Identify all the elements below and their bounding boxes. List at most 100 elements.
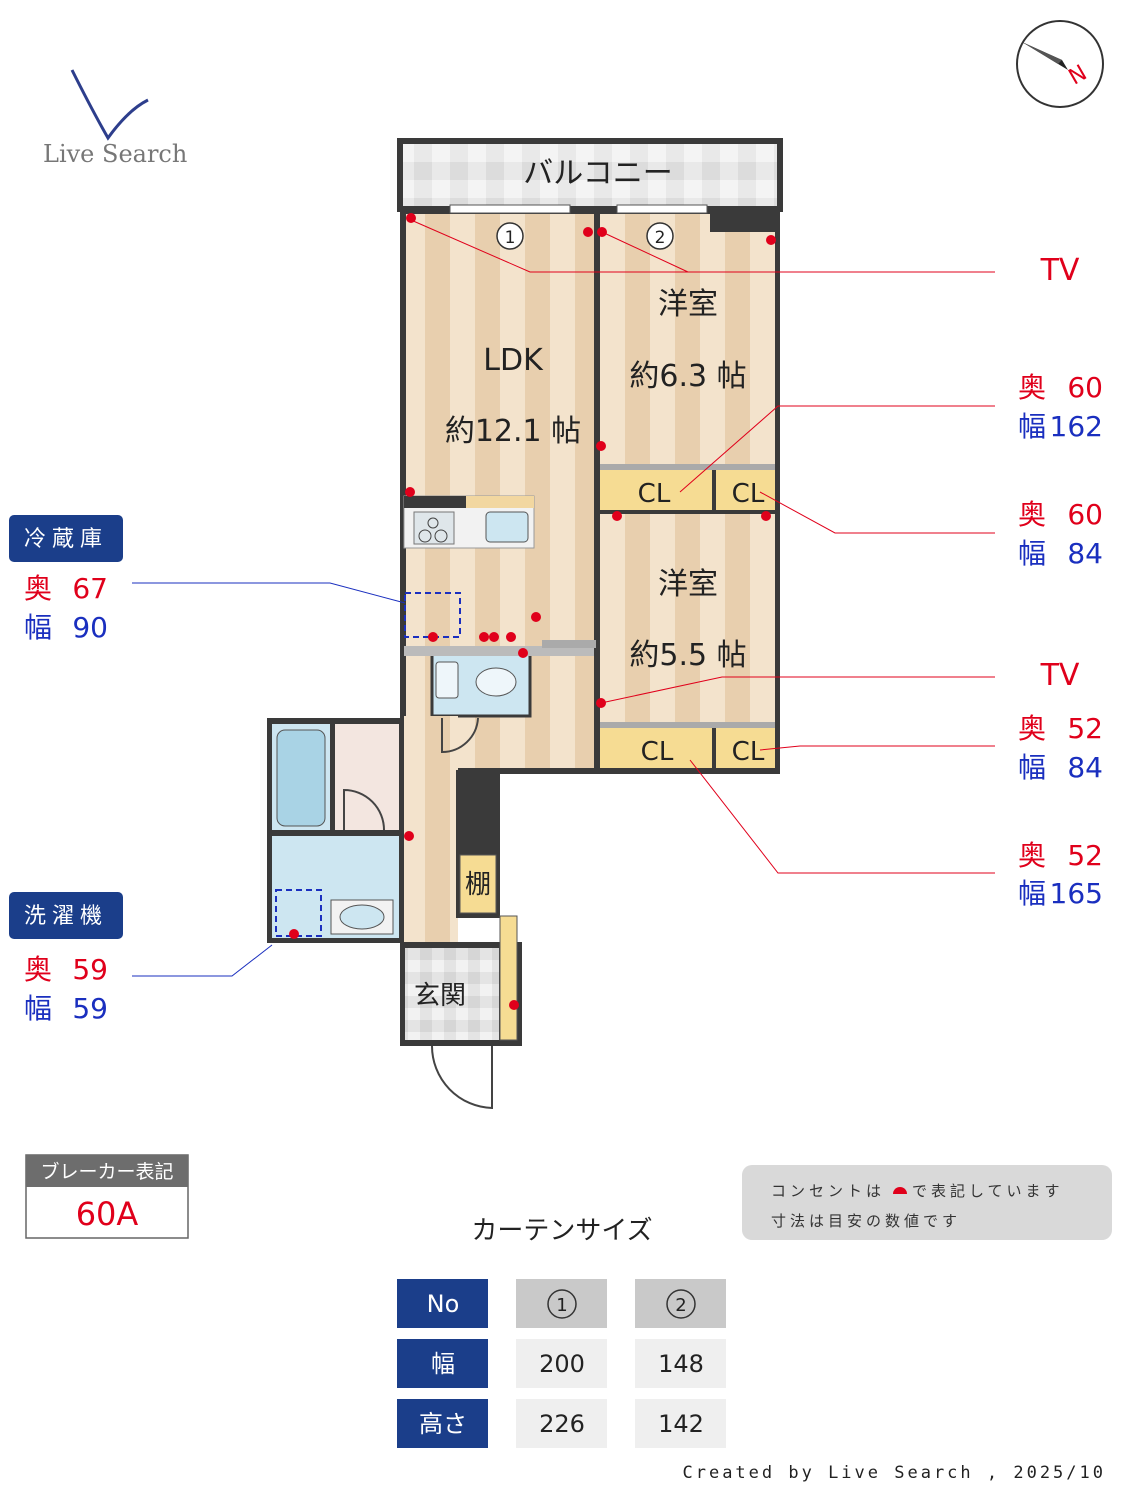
closet1-depth: 60 xyxy=(1067,371,1103,404)
closet4-width: 165 xyxy=(1050,877,1103,910)
curtain-height-1: 226 xyxy=(539,1410,585,1438)
curtain-header-1 xyxy=(516,1279,607,1328)
curtain-header-no-label: No xyxy=(427,1290,460,1318)
curtain-header-2 xyxy=(635,1279,726,1328)
window-marker-2: 2 xyxy=(655,228,666,248)
window-marker-1: 1 xyxy=(505,228,516,248)
entrance-label: 玄関 xyxy=(414,981,466,1011)
closet3-depth-label: 奥 xyxy=(1018,712,1046,745)
outlet-markers xyxy=(289,213,776,1010)
curtain-row-height xyxy=(397,1399,488,1448)
blue-callout-lines xyxy=(132,582,406,977)
washer-width-label: 幅 xyxy=(24,992,52,1025)
bathtub-icon xyxy=(276,729,326,827)
curtain-width-1: 200 xyxy=(539,1350,585,1378)
closet2-depth: 60 xyxy=(1067,498,1103,531)
curtain-height-2: 142 xyxy=(658,1410,704,1438)
fridge-title: 冷蔵庫 xyxy=(24,527,108,552)
ldk-label: LDK xyxy=(483,343,544,378)
fridge-space xyxy=(404,592,461,638)
closet-label-1a: CL xyxy=(638,479,671,509)
fridge-depth: 67 xyxy=(72,572,108,605)
closet1-width-label: 幅 xyxy=(1018,410,1046,443)
closet-2a xyxy=(600,728,712,768)
shoe-cabinet xyxy=(499,915,518,1041)
toilet-door-icon xyxy=(441,717,479,754)
note-line2: 寸法は目安の数値です xyxy=(771,1212,961,1230)
curtain-row-width xyxy=(397,1339,488,1388)
bath-door-icon xyxy=(343,788,385,831)
closet3-width-label: 幅 xyxy=(1018,751,1046,784)
tv-label-1: TV xyxy=(1040,253,1080,288)
breaker-value: 60A xyxy=(76,1195,139,1233)
curtain-width-2: 148 xyxy=(658,1350,704,1378)
callout-lines xyxy=(410,219,995,874)
hallway-floor xyxy=(404,716,458,946)
washer-title-box xyxy=(9,892,123,939)
closet-label-2b: CL xyxy=(732,737,765,767)
breaker-title: ブレーカー表記 xyxy=(40,1160,173,1183)
closet1-dims: 奥 60 幅 162 xyxy=(1018,371,1103,443)
footer-credit: Created by Live Search , 2025/10 xyxy=(682,1463,1106,1483)
closet4-depth: 52 xyxy=(1067,839,1103,872)
note-line1-end: で表記しています xyxy=(912,1182,1064,1200)
closet-1b xyxy=(716,468,775,510)
room2-label: 洋室 xyxy=(658,567,718,602)
closet3-width: 84 xyxy=(1067,751,1103,784)
curtain-title: カーテンサイズ xyxy=(471,1216,652,1246)
room1-label: 洋室 xyxy=(658,287,718,322)
closet2-dims: 奥 60 幅 84 xyxy=(1018,498,1103,570)
tv-label-2: TV xyxy=(1040,658,1080,693)
washer-title: 洗濯機 xyxy=(24,904,108,929)
room1-size: 約6.3 帖 xyxy=(629,359,746,394)
entrance-floor xyxy=(405,948,499,1040)
shelf xyxy=(459,854,497,914)
closet-2b xyxy=(716,728,775,768)
curtain-row-width-label: 幅 xyxy=(431,1350,455,1378)
ldk-size: 約12.1 帖 xyxy=(445,414,581,449)
sink-icon xyxy=(485,511,529,543)
stove-icon xyxy=(413,511,455,545)
washer-depth: 59 xyxy=(72,953,108,986)
room2-size: 約5.5 帖 xyxy=(629,638,746,673)
outlet-legend-icon xyxy=(893,1187,907,1194)
breaker-title-bar xyxy=(26,1155,188,1187)
shower-room xyxy=(335,724,399,830)
toilet-icon xyxy=(475,667,517,697)
closet1-depth-label: 奥 xyxy=(1018,371,1046,404)
closet-label-2a: CL xyxy=(641,737,674,767)
washer-width: 59 xyxy=(72,992,108,1025)
fridge-depth-label: 奥 xyxy=(24,572,52,605)
logo-mark xyxy=(70,69,149,141)
balcony-label: バルコニー xyxy=(523,156,672,191)
closet-label-1b: CL xyxy=(732,479,765,509)
closet4-depth-label: 奥 xyxy=(1018,839,1046,872)
note-line1: コンセントは xyxy=(771,1182,885,1200)
entrance-door-icon xyxy=(431,1045,493,1110)
fridge-title-box xyxy=(9,515,123,562)
curtain-header-no xyxy=(397,1279,488,1328)
room1-floor xyxy=(600,214,775,464)
curtain-header-2-label: 2 xyxy=(675,1295,686,1316)
closet2-width-label: 幅 xyxy=(1018,537,1046,570)
closet1-width: 162 xyxy=(1050,410,1103,443)
closet4-width-label: 幅 xyxy=(1018,877,1046,910)
room2-floor xyxy=(600,514,775,722)
washer-depth-label: 奥 xyxy=(24,953,52,986)
fridge-width-label: 幅 xyxy=(24,611,52,644)
logo: Live Search xyxy=(43,69,187,168)
closet4-dims: 奥 52 幅 165 xyxy=(1018,839,1103,910)
closet2-depth-label: 奥 xyxy=(1018,498,1046,531)
logo-text: Live Search xyxy=(43,140,187,168)
closet3-dims: 奥 52 幅 84 xyxy=(1018,712,1103,784)
balcony-area xyxy=(397,138,783,212)
closet-1a xyxy=(600,468,712,510)
compass-icon: N xyxy=(1016,20,1104,108)
note-box xyxy=(742,1165,1112,1240)
closet3-depth: 52 xyxy=(1067,712,1103,745)
curtain-row-height-label: 高さ xyxy=(419,1410,467,1438)
fridge-width: 90 xyxy=(72,611,108,644)
closet2-width: 84 xyxy=(1067,537,1103,570)
curtain-header-1-label: 1 xyxy=(556,1295,567,1316)
shelf-label: 棚 xyxy=(465,870,491,900)
